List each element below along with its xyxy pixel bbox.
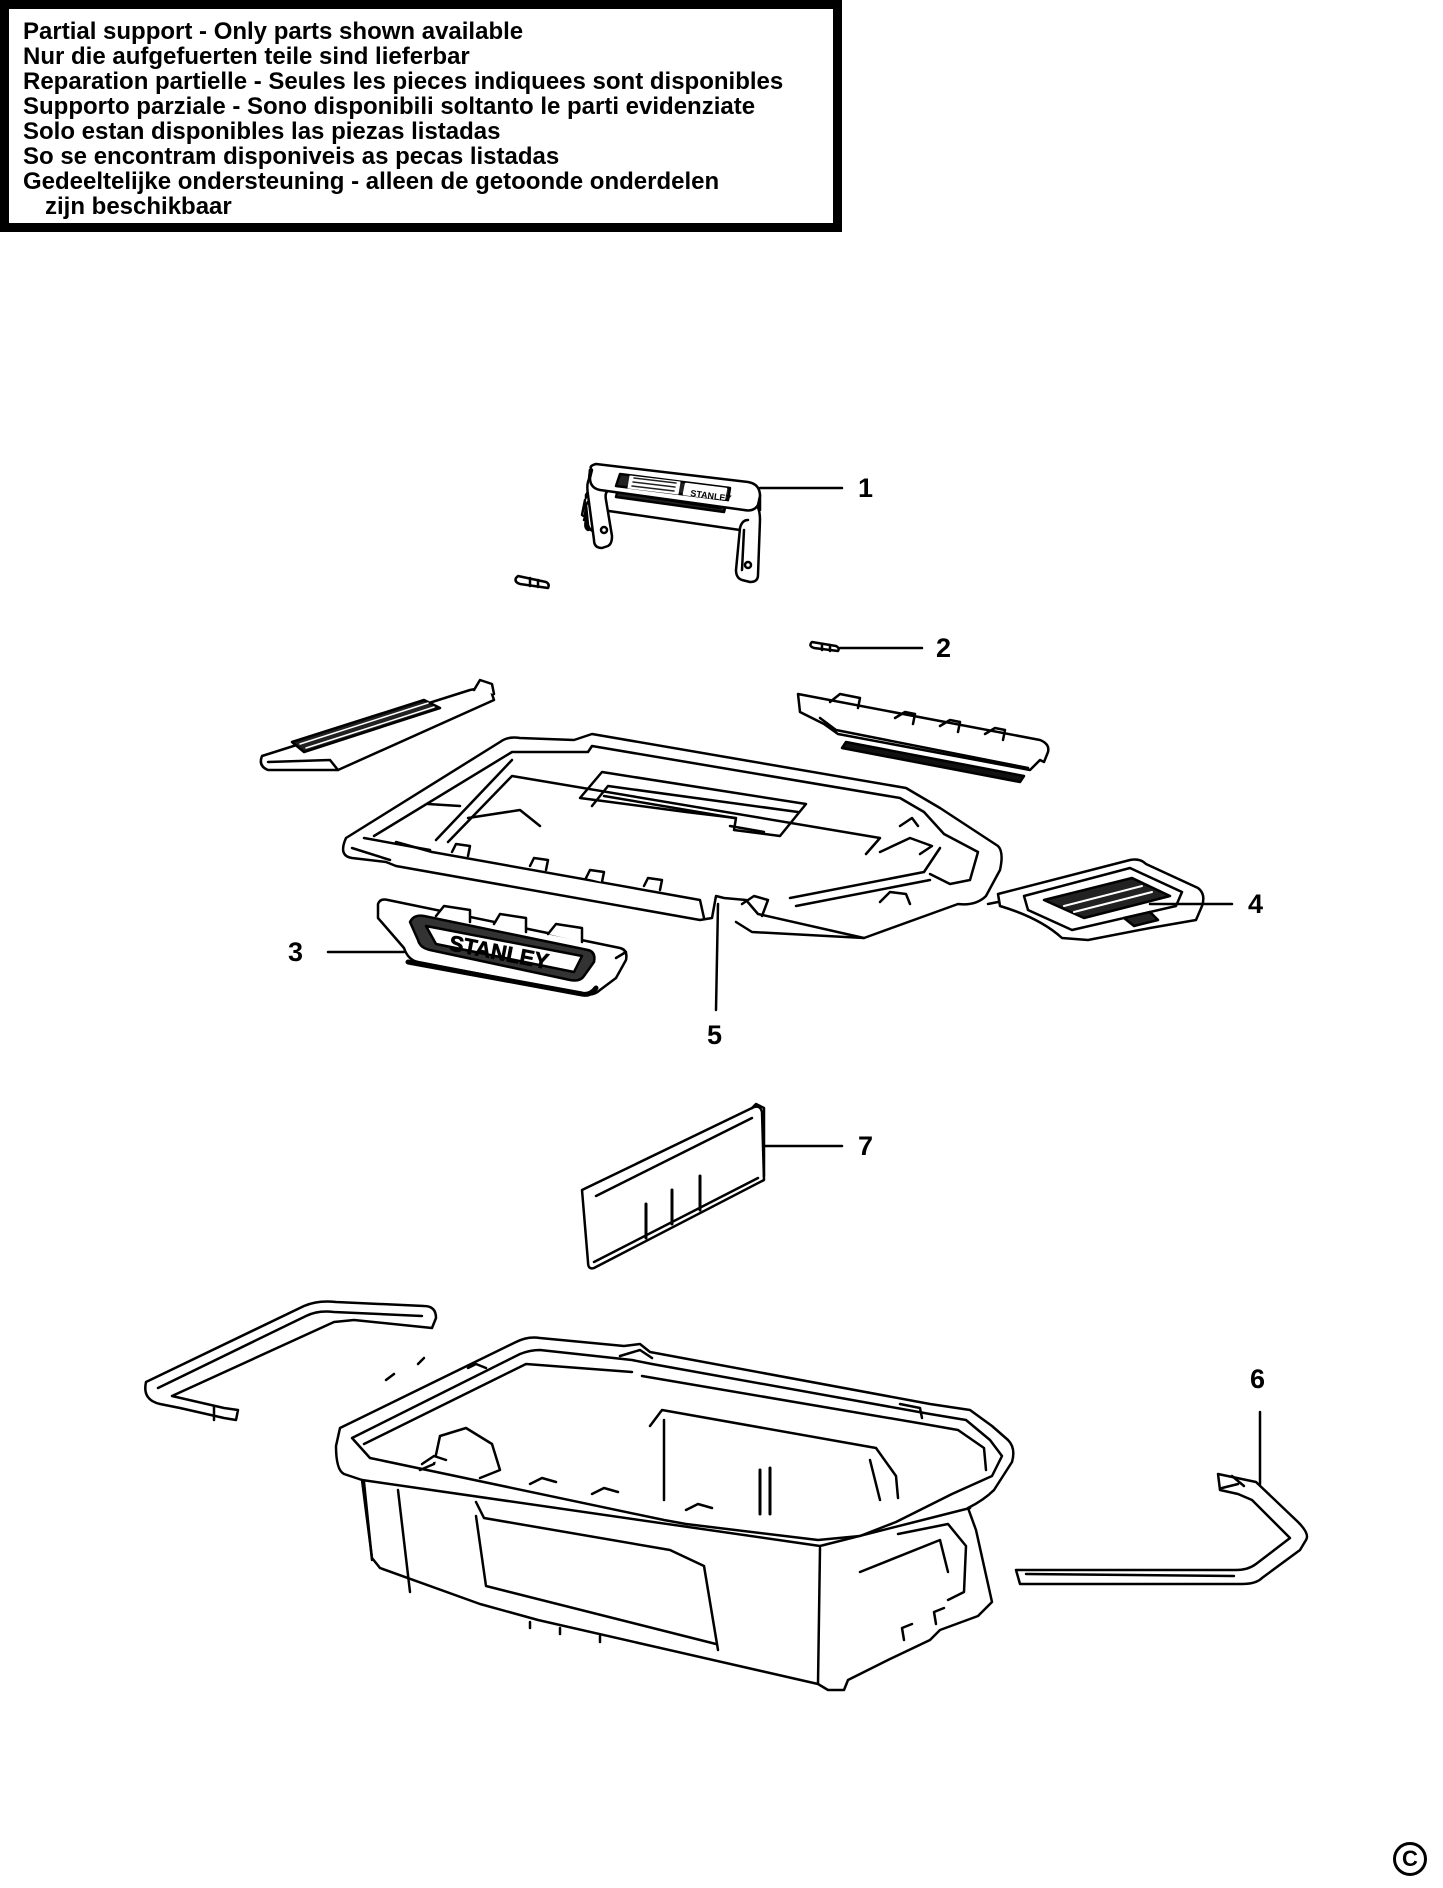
side-rail-part bbox=[1014, 1472, 1309, 1586]
lid-flap-left bbox=[259, 678, 496, 772]
lid-flap-right bbox=[986, 858, 1205, 942]
callout-number-1: 1 bbox=[858, 473, 873, 503]
handle-logo-plate bbox=[682, 482, 728, 501]
notice-line-pt: So se encontram disponiveis as pecas lis… bbox=[23, 143, 560, 170]
handle-upright-right-edge bbox=[740, 528, 746, 572]
callout-number-4: 4 bbox=[1248, 889, 1263, 919]
copyright-symbol: C bbox=[1393, 1842, 1427, 1876]
callout-number-2: 2 bbox=[936, 633, 951, 663]
notice-line-es: Solo estan disponibles las piezas listad… bbox=[23, 118, 501, 145]
callout-number-3: 3 bbox=[288, 937, 303, 967]
notice-line-de: Nur die aufgefuerten teile sind lieferba… bbox=[23, 43, 470, 70]
side-rail-left bbox=[144, 1300, 438, 1422]
callout-number-7: 7 bbox=[858, 1131, 873, 1161]
divider-part bbox=[580, 1102, 766, 1270]
notice-line-en: Partial support - Only parts shown avail… bbox=[23, 18, 524, 45]
callout-leader-5 bbox=[714, 902, 720, 1012]
hinge-pin-part bbox=[809, 640, 840, 653]
callout-number-6: 6 bbox=[1250, 1364, 1265, 1394]
partial-support-notice: Partial support - Only parts shown avail… bbox=[0, 0, 842, 232]
lid-part bbox=[341, 732, 1003, 940]
front-latch-part: STANLEY bbox=[376, 898, 628, 997]
handle-grip-lines bbox=[631, 477, 677, 492]
hinge-bracket-right bbox=[796, 692, 1050, 784]
notice-line-nl: Gedeeltelijke ondersteuning - alleen de … bbox=[23, 168, 720, 195]
toolbox-base bbox=[334, 1336, 1015, 1692]
hinge-pin-left bbox=[514, 574, 550, 590]
handle-pivot-left bbox=[599, 525, 609, 535]
callout-number-5: 5 bbox=[707, 1020, 722, 1050]
notice-line-nl-cont: zijn beschikbaar bbox=[45, 193, 232, 220]
notice-line-fr: Reparation partielle - Seules les pieces… bbox=[23, 68, 784, 95]
handle-pivot-right bbox=[743, 560, 753, 570]
notice-line-it: Supporto parziale - Sono disponibili sol… bbox=[23, 93, 756, 120]
